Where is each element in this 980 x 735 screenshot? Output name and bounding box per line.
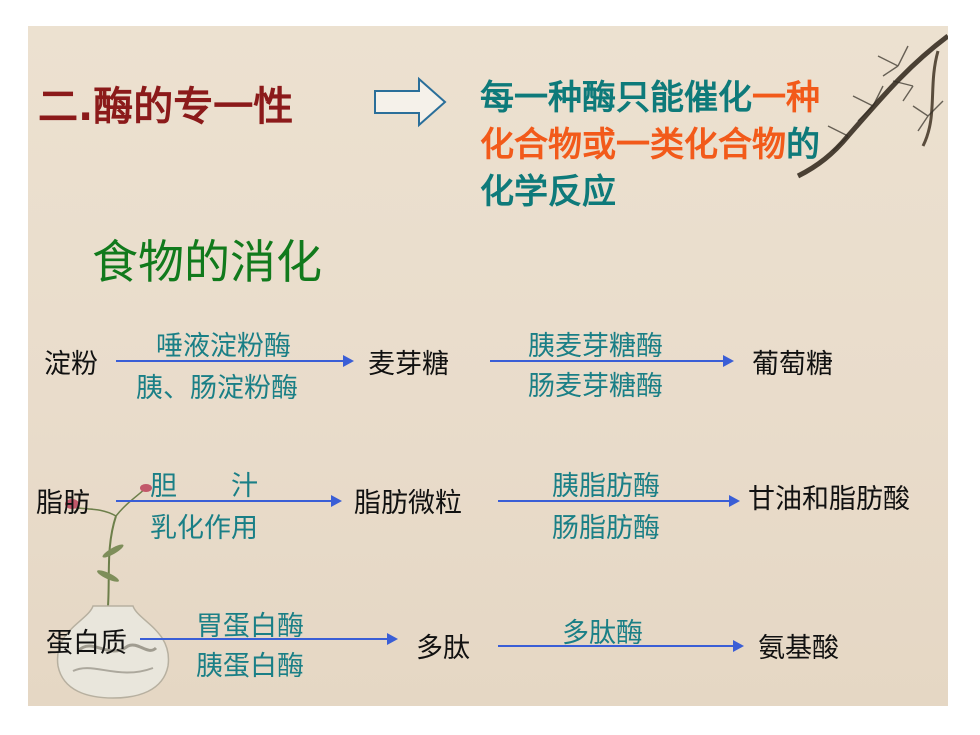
row2-start: 脂肪 [36,488,90,519]
definition-line-1: 每一种酶只能催化一种 [480,78,820,118]
row1-enzyme1-a: 唾液淀粉酶 [156,331,291,362]
row2-end: 甘油和脂肪酸 [748,484,910,515]
row1-arrow-2 [490,355,734,367]
row2-arrow-1 [116,495,342,507]
row2-enzyme1-b: 乳化作用 [150,513,258,544]
row2-enzyme1-a: 胆 汁 [150,471,258,502]
row3-enzyme1-b: 胰蛋白酶 [196,651,304,682]
definition-text: 每一种酶只能催化一种 化合物或一类化合物的 化学反应 [480,75,820,216]
row3-enzyme1-a: 胃蛋白酶 [196,611,304,642]
row2-enzyme2-b: 肠脂肪酶 [552,513,660,544]
row3-enzyme2-a: 多肽酶 [562,618,643,649]
row1-middle: 麦芽糖 [368,349,449,380]
pine-branch-decoration [796,34,948,179]
row2-enzyme2-a: 胰脂肪酶 [552,471,660,502]
row3-start: 蛋白质 [46,628,127,659]
row3-arrow-2 [498,640,744,652]
heading-prefix: 二. [38,84,94,130]
row3-middle: 多肽 [416,633,470,664]
definition-line-3: 化学反应 [480,172,616,212]
hollow-arrow-icon [374,76,447,128]
row1-enzyme2-b: 肠麦芽糖酶 [528,371,663,402]
row3-arrow-1 [140,633,398,645]
row2-arrow-2 [498,495,740,507]
row1-start: 淀粉 [44,349,98,380]
row1-enzyme2-a: 胰麦芽糖酶 [528,331,663,362]
row3-end: 氨基酸 [758,633,839,664]
row1-arrow-1 [116,355,354,367]
heading-text: 酶的专一性 [93,84,294,130]
row1-end: 葡萄糖 [752,349,833,380]
vase-plant-decoration [56,484,170,699]
subtitle: 食物的消化 [92,235,322,289]
section-heading: 二.酶的专一性 [38,74,293,132]
row2-middle: 脂肪微粒 [354,488,462,519]
definition-line-2: 化合物或一类化合物的 [480,125,820,165]
row1-enzyme1-b: 胰、肠淀粉酶 [136,373,298,404]
slide: 二.酶的专一性 每一种酶只能催化一种 化合物或一类化合物的 化学反应 食物的消化… [28,26,948,706]
